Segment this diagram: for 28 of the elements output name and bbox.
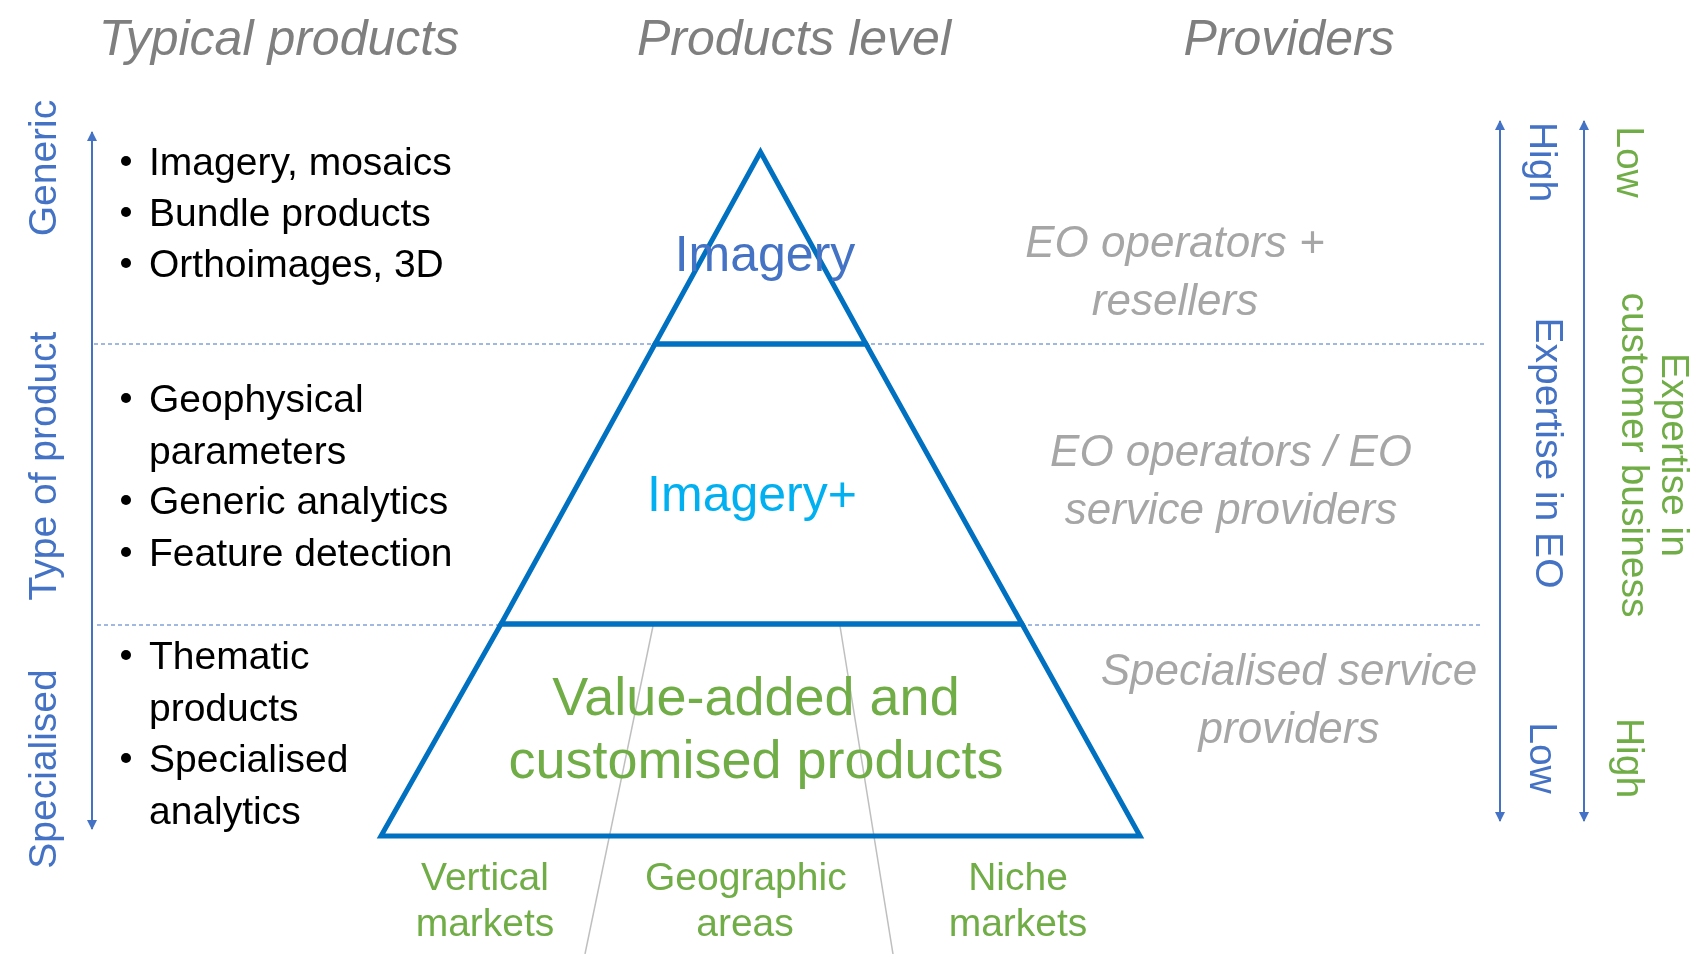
- provider-label: EO operators / EO service providers: [1049, 425, 1413, 535]
- axis-label: Specialised: [21, 669, 65, 869]
- bullet-item: Geophysical parameters: [119, 373, 449, 477]
- axis-label: Expertise in customer business: [1615, 291, 1695, 620]
- market-label: Geographic areas: [645, 854, 845, 946]
- axis-label: Low: [1610, 126, 1650, 198]
- provider-label: EO operators + resellers: [1024, 216, 1326, 326]
- axis-label: Expertise in EO: [1527, 317, 1571, 589]
- market-label: Vertical markets: [414, 854, 556, 946]
- column-heading: Providers: [1183, 9, 1395, 67]
- bullet-item: Thematic products: [119, 630, 399, 734]
- provider-label: Specialised service providers: [1099, 644, 1479, 754]
- axis-label: High: [1610, 717, 1650, 799]
- bullet-item: Orthoimages, 3D: [119, 238, 569, 290]
- axis-label: High: [1521, 121, 1565, 203]
- axis-label: Type of product: [21, 331, 65, 601]
- column-heading: Products level: [637, 9, 951, 67]
- market-label: Niche markets: [947, 854, 1089, 946]
- column-heading: Typical products: [98, 9, 460, 67]
- bullet-item: Generic analytics: [119, 475, 569, 527]
- axis-label: Low: [1521, 722, 1565, 794]
- level-label: Imagery+: [647, 464, 857, 524]
- bullet-item: Imagery, mosaics: [119, 136, 569, 188]
- bullet-item: Bundle products: [119, 187, 569, 239]
- axis-label: Generic: [21, 99, 65, 237]
- bullet-item: Feature detection: [119, 527, 569, 579]
- level-label: Value-added and customised products: [507, 664, 1005, 791]
- bullet-item: Specialised analytics: [119, 733, 399, 837]
